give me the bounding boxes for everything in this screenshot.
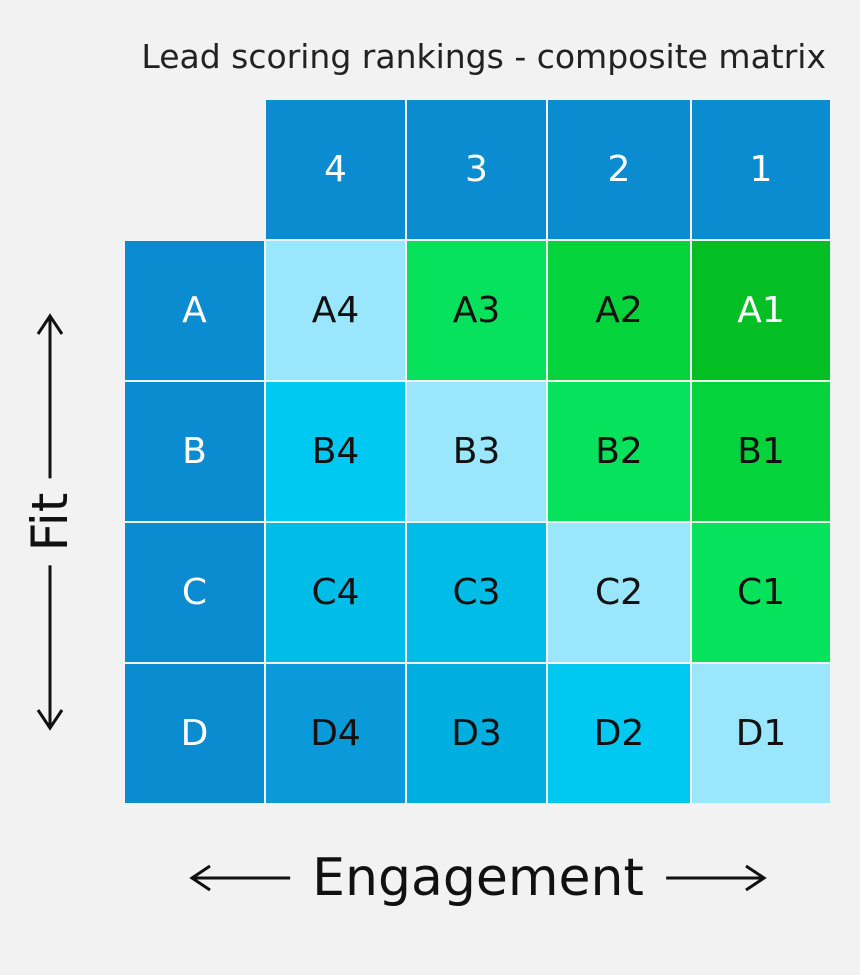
matrix-title: Lead scoring rankings - composite matrix — [141, 37, 826, 76]
cell-d3: D3 — [407, 664, 546, 803]
cell-c4: C4 — [266, 523, 405, 662]
engagement-axis-label: Engagement — [290, 846, 666, 910]
engagement-axis: Engagement — [188, 838, 768, 918]
cell-c3: C3 — [407, 523, 546, 662]
fit-axis-label: Fit — [20, 478, 80, 566]
column-header-4: 4 — [266, 100, 405, 239]
cell-a2: A2 — [548, 241, 690, 380]
cell-d1: D1 — [692, 664, 830, 803]
cell-a1: A1 — [692, 241, 830, 380]
cell-a4: A4 — [266, 241, 405, 380]
cell-b3: B3 — [407, 382, 546, 521]
column-header-1: 1 — [692, 100, 830, 239]
fit-axis: Fit — [18, 312, 82, 732]
cell-c2: C2 — [548, 523, 690, 662]
cell-d4: D4 — [266, 664, 405, 803]
cell-b4: B4 — [266, 382, 405, 521]
column-header-3: 3 — [407, 100, 546, 239]
row-header-d: D — [125, 664, 264, 803]
cell-c1: C1 — [692, 523, 830, 662]
cell-b1: B1 — [692, 382, 830, 521]
cell-b2: B2 — [548, 382, 690, 521]
row-header-b: B — [125, 382, 264, 521]
cell-a3: A3 — [407, 241, 546, 380]
column-header-2: 2 — [548, 100, 690, 239]
row-header-a: A — [125, 241, 264, 380]
cell-d2: D2 — [548, 664, 690, 803]
row-header-c: C — [125, 523, 264, 662]
